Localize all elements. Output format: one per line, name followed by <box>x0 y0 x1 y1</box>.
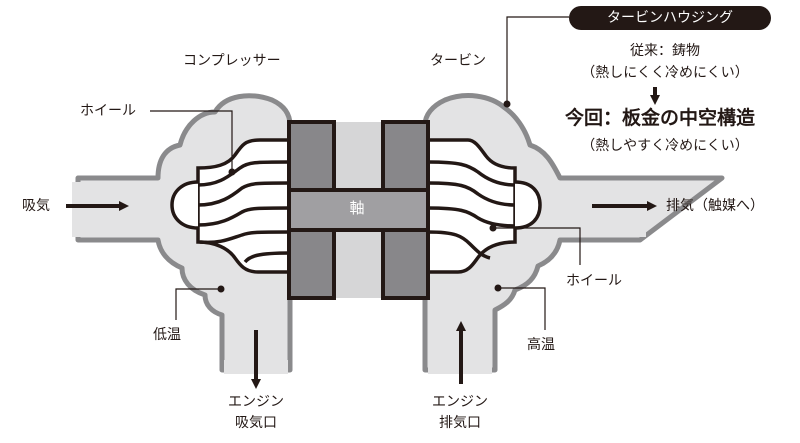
compressor-wheel <box>170 138 292 274</box>
leader-lines <box>150 16 581 330</box>
turbine-wheel <box>426 138 542 274</box>
current-label: 今回：板金の中空構造 <box>564 107 755 129</box>
turbine-label: タービン <box>430 53 486 69</box>
intake-label: 吸気 <box>22 198 50 214</box>
turbine-housing-badge: タービンハウジング <box>569 6 771 30</box>
shaft <box>287 188 430 232</box>
engine-exhaust-label-line2: 排気口 <box>439 415 481 431</box>
turbine-block-upper <box>381 120 430 194</box>
shaft-assembly <box>287 120 430 300</box>
compressor-label: コンプレッサー <box>183 53 281 69</box>
compressor-block-lower <box>287 226 336 300</box>
engine-exhaust-label-line1: エンジン <box>432 394 488 410</box>
conventional-note: （熱しにくく冷めにくい） <box>581 65 749 81</box>
wheel-right-label: ホイール <box>566 273 622 289</box>
conventional-label: 従来：鋳物 <box>630 43 700 59</box>
wheel-left-label: ホイール <box>80 103 136 119</box>
exhaust-label: 排気（触媒へ） <box>666 198 764 214</box>
flow-arrows <box>66 87 660 389</box>
high-temp-label: 高温 <box>527 337 555 353</box>
low-temp-label: 低温 <box>153 327 181 343</box>
current-note: （熱しやすく冷めにくい） <box>581 138 749 154</box>
turbine-block-lower <box>381 226 430 300</box>
compressor-block-upper <box>287 120 336 194</box>
engine-intake-label-line2: 吸気口 <box>235 415 277 431</box>
engine-intake-label-line1: エンジン <box>228 394 284 410</box>
shaft-label: 軸 <box>349 199 365 217</box>
